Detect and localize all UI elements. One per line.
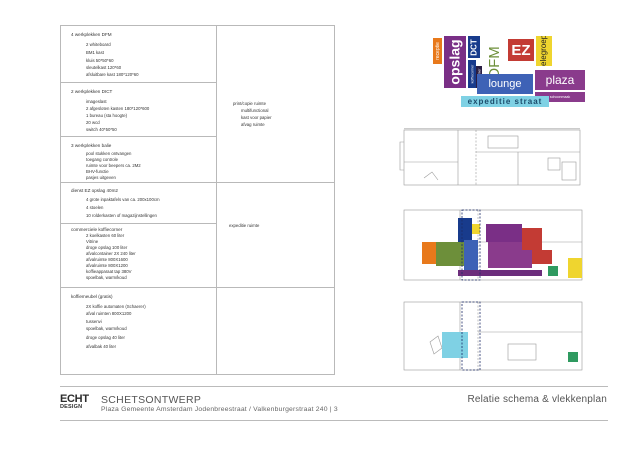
schema-item: 4 grote inpaktafels van ca. 200x100cm [86,197,160,202]
schema-item: pasjes uitgeven [86,175,116,180]
schema-item: pool stukken ontvangen [86,151,132,156]
echt-design-logo: ECHT DESIGN [60,393,89,410]
schema-item: 2 whiteboard [86,42,111,47]
schema-row-heading: 4 werkplekken DFM [71,32,112,37]
schema-group-2-right: expeditie ruimte [217,183,334,287]
schema-item: afvalruimte 800X1600 [86,257,128,262]
tag-plaza: plaza [535,70,585,90]
divider [61,136,216,137]
schema-item: koffieapparaat tap 380V [86,269,132,274]
footer-bottom-rule [60,420,608,421]
schema-item: BHV-functie [86,169,109,174]
schema-group-1-left: 4 werkplekken DFM 2 whiteboard BM1 kast … [61,26,217,182]
schema-row-heading: koffiemeubel (gratis) [71,294,113,299]
floor-plan-colored [398,204,588,286]
schema-group-2-left: dienst EZ opslag 40m2 4 grote inpaktafel… [61,183,217,287]
floor-plan-empty [398,122,588,194]
schema-item: tussenvi [86,319,102,324]
schema-item: spoelbak, warm/koud [86,326,127,331]
schema-item: toegang controle [86,157,119,162]
schema-item: droge opslag 40 liter [86,335,125,340]
schema-group-3: koffiemeubel (gratis) 2X koffie automate… [60,287,335,375]
schema-item: Vitrine [86,239,99,244]
schema-item: 4 stoelen [86,205,104,210]
tag-telegroep: telegroep [536,36,552,66]
schema-right-text: print/copie ruimte [233,101,266,106]
tag-opslag: opslag [444,36,466,88]
schema-group-3-left: koffiemeubel (gratis) 2X koffie automate… [61,288,217,374]
schema-group-1: 4 werkplekken DFM 2 whiteboard BM1 kast … [60,25,335,183]
schema-group-1-right: print/copie ruimte multifunctional kast … [217,26,334,182]
tag-receptie: receptie [433,38,442,64]
tag-small3: schoonmaak [535,92,585,102]
schema-right-text: multifunctional [241,108,269,113]
tag-lounge: lounge [477,74,533,94]
footer-top-rule [60,386,608,387]
schema-group-3-right [217,288,334,374]
schema-item: 2 afgesloten kasten 180*120*600 [86,106,150,111]
schema-row-heading: 3 werkplekken balie [71,143,112,148]
schema-item: afvalbak 40 liter [86,344,117,349]
schema-item: switch 40*50*50 [86,127,117,132]
schema-item: afvalcontainer 2X 240 liter [86,251,136,256]
divider [61,82,216,83]
tag-expeditie: expeditie straat [461,96,549,107]
schema-item: 10 rolderkasten of magazijnstellingen [86,213,157,218]
schema-item: 2X koffie automaten (Schaerer) [86,304,146,309]
floor-plan-drawing [399,128,581,186]
schema-item: 1 bureau (sta hoogte) [86,113,128,118]
schema-row-heading: dienst EZ opslag 40m2 [71,188,118,193]
document-subtitle: Plaza Gemeente Amsterdam Jodenbreestraat… [101,406,338,413]
schema-right-text: kast voor papier [241,115,272,120]
schema-item: kluis 50*50*60 [86,58,114,63]
tag-small1: koffiecorner [468,60,476,88]
schema-right-text: expeditie ruimte [229,223,260,228]
floor-plan-drawing [403,301,583,371]
schema-item: BM1 kast [86,50,104,55]
document-title: SCHETSONTWERP [101,394,202,406]
tag-ez: EZ [508,39,534,61]
schema-item: 2 koelkasten 60 liter [86,233,125,238]
schema-item: spoelbak, warm/koud [86,275,127,280]
schema-group-2: dienst EZ opslag 40m2 4 grote inpaktafel… [60,182,335,288]
schema-row-heading: 2 werkplekken DICT [71,89,113,94]
schema-right-text: afvag ruimte [241,122,265,127]
schema-item: afval ruimten 800X1200 [86,311,132,316]
schema-item: ruimte voor beepers ca. 2M2 [86,163,141,168]
schema-item: 20 wcd [86,120,100,125]
schema-row-heading: commerciele koffiecorner [71,227,123,232]
schema-item: sleutelkast 120*60 [86,65,122,70]
divider [61,223,216,224]
floor-plan-drawing [403,209,583,281]
program-tag-collage: receptie opslag DCT koffiecorner DFM EZ … [433,36,593,126]
tag-dct: DCT [468,36,480,58]
schema-item: afsluitbare kast 180*120*60 [86,72,139,77]
schema-item: droge opslag 100 liter [86,245,128,250]
schema-item: afvalruimte 800X1200 [86,263,128,268]
schema-item: imageslast [86,99,107,104]
floor-plan-expeditie [398,298,588,376]
slide-title: Relatie schema & vlekkenplan [467,394,607,405]
